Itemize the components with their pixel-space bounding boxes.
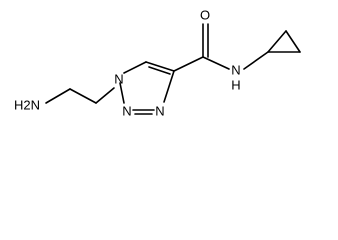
atom-ring-n2-label: N: [122, 104, 131, 119]
bond-n2-n1: [119, 82, 125, 104]
atom-carbonyl-o-label: O: [200, 8, 210, 23]
bond-c4-carbonyl: [173, 56, 204, 72]
atom-amide-h-label: H: [231, 78, 240, 93]
bond-amine-ch2: [45, 88, 71, 104]
atom-amine-label: H2N: [14, 98, 40, 113]
bond-cp-a: [267, 30, 287, 53]
bond-ch2-ch2: [69, 88, 97, 104]
bond-n1-c5: [123, 61, 147, 74]
bond-ch2-n1: [95, 87, 115, 104]
atom-amide-n-label: N: [231, 63, 240, 78]
bond-amide-n-cyclopropyl: [243, 51, 269, 70]
atom-labels: H2N N N N O N H: [14, 8, 241, 119]
bond-cp-b: [285, 30, 301, 53]
bond-c5-c4-inner: [148, 66, 171, 75]
structure-diagram: H2N N N N O N H: [14, 8, 301, 119]
bonds: [45, 23, 301, 115]
bond-c4-n3: [163, 70, 175, 103]
atom-ring-n1-label: N: [114, 72, 123, 87]
bond-carbonyl-amide-n: [202, 56, 230, 70]
bond-c5-c4: [145, 61, 175, 72]
atom-ring-n3-label: N: [155, 104, 164, 119]
